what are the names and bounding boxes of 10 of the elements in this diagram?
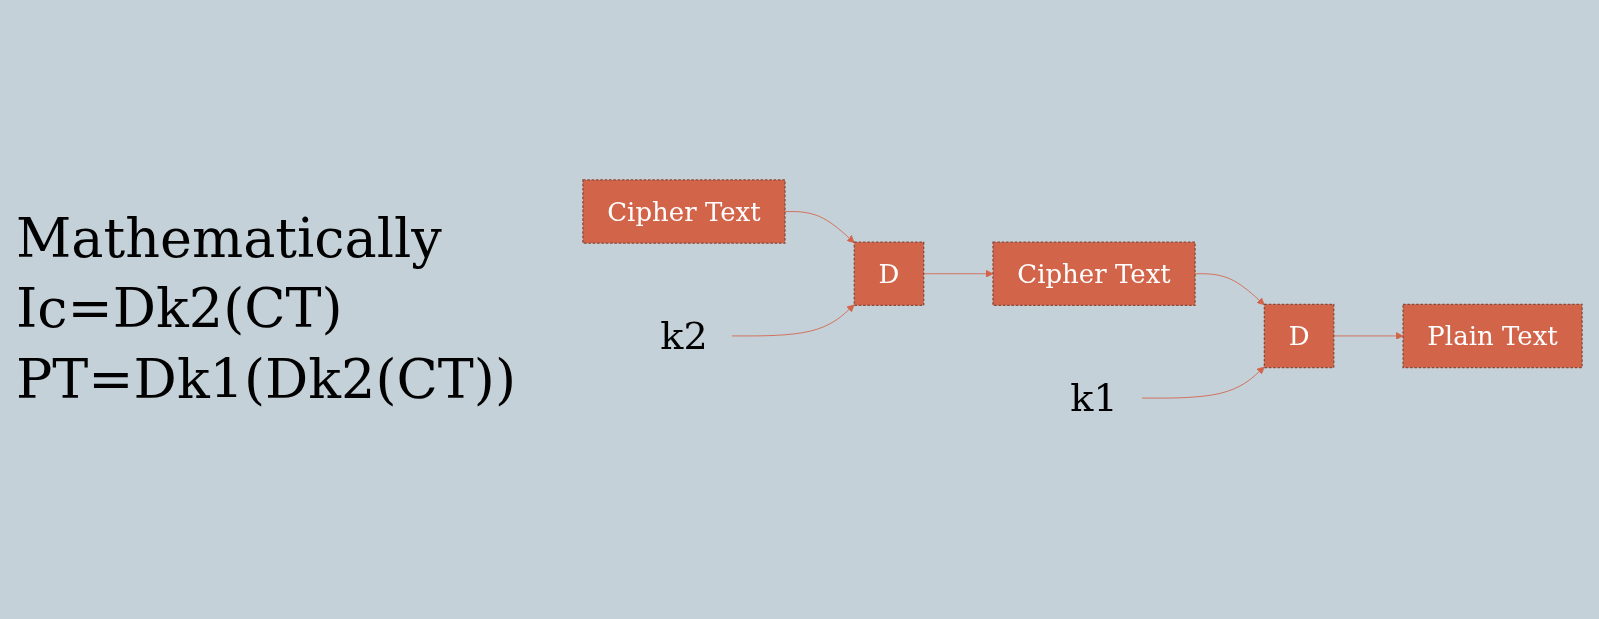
node-text: k2 — [660, 313, 708, 358]
node-text: k1 — [1070, 375, 1118, 420]
formula-text: Mathematically — [16, 206, 442, 273]
node-box: D — [1263, 303, 1335, 369]
node-box: Cipher Text — [582, 179, 786, 244]
node-box: D — [853, 241, 925, 307]
node-box: Cipher Text — [992, 241, 1196, 307]
formula-text: PT=Dk1(Dk2(CT)) — [16, 346, 516, 413]
node-box: Plain Text — [1402, 303, 1583, 369]
formula-text: Ic=Dk2(CT) — [16, 276, 343, 343]
